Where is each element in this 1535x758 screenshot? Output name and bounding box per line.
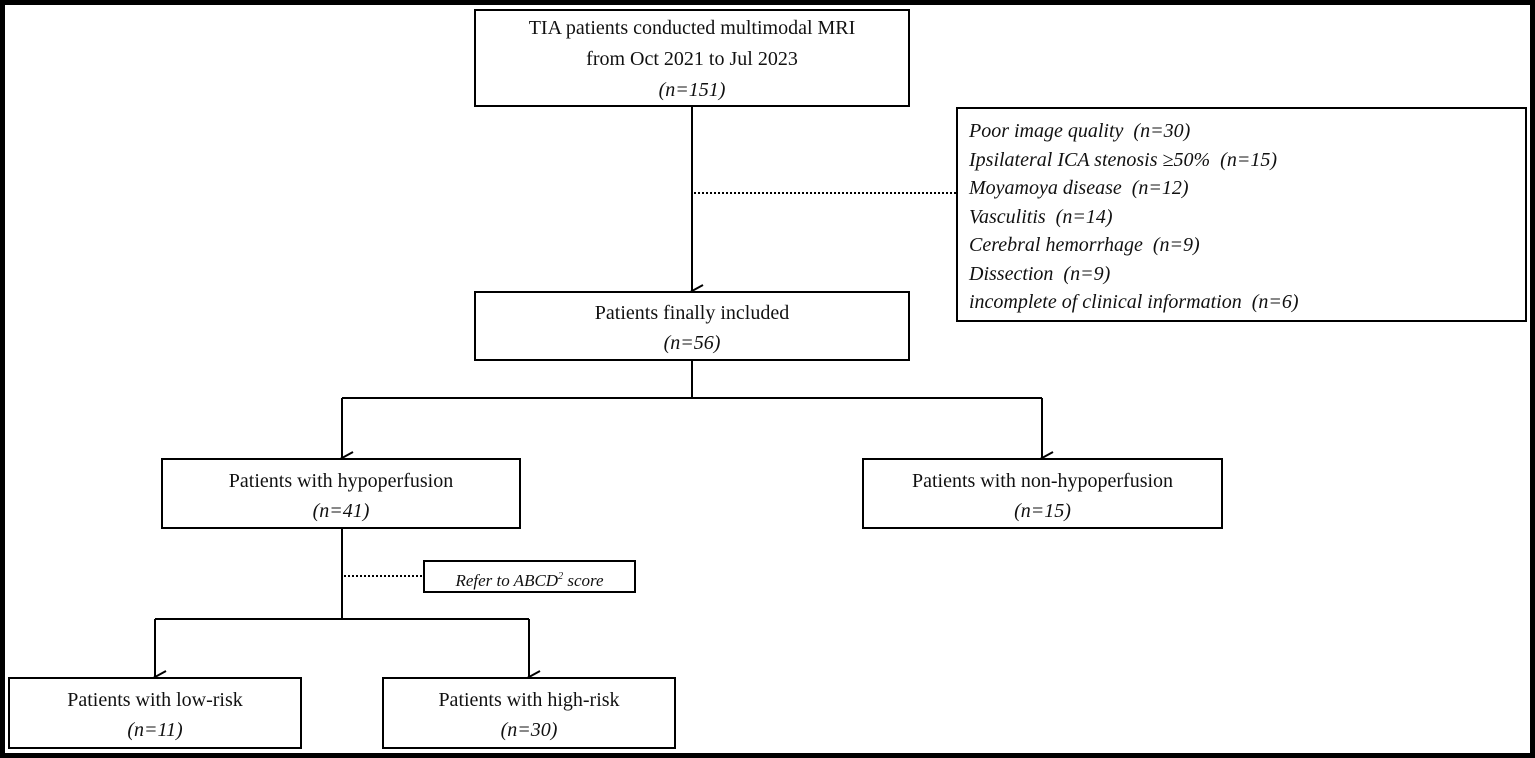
included-label: Patients finally included xyxy=(594,302,790,324)
lowrisk-box: Patients with low-risk (n=11) xyxy=(8,677,302,749)
exclusion-item: Poor image quality (n=30) xyxy=(969,120,1191,142)
highrisk-label: Patients with high-risk xyxy=(438,689,620,711)
start-count: (n=151) xyxy=(658,79,726,101)
nonhypo-count: (n=15) xyxy=(1014,500,1071,522)
hypo-label: Patients with hypoperfusion xyxy=(228,470,454,492)
exclusion-item: Dissection (n=9) xyxy=(969,262,1111,285)
nonhypo-box: Patients with non-hypoperfusion (n=15) xyxy=(862,458,1223,529)
lowrisk-count: (n=11) xyxy=(127,719,183,741)
highrisk-box: Patients with high-risk (n=30) xyxy=(382,677,676,749)
lowrisk-label: Patients with low-risk xyxy=(67,689,243,711)
exclusion-item: Moyamoya disease (n=12) xyxy=(969,177,1189,199)
abcd-score-box: Refer to ABCD2 score xyxy=(423,560,636,593)
exclusion-item: Vasculitis (n=14) xyxy=(969,205,1113,228)
included-box: Patients finally included (n=56) xyxy=(474,291,910,361)
nonhypo-label: Patients with non-hypoperfusion xyxy=(911,470,1174,492)
hypo-box: Patients with hypoperfusion (n=41) xyxy=(161,458,521,529)
highrisk-count: (n=30) xyxy=(500,719,558,741)
exclusion-item: Cerebral hemorrhage (n=9) xyxy=(969,234,1200,256)
start-box: TIA patients conducted multimodal MRI fr… xyxy=(474,9,910,107)
start-line1: TIA patients conducted multimodal MRI xyxy=(528,17,856,39)
start-line2: from Oct 2021 to Jul 2023 xyxy=(586,48,798,70)
exclusion-item: incomplete of clinical information (n=6) xyxy=(969,291,1299,313)
abcd-prefix: Refer to ABCD xyxy=(455,571,559,590)
hypo-count: (n=41) xyxy=(312,500,370,522)
abcd-suffix: score xyxy=(563,571,604,590)
abcd-superscript: 2 xyxy=(558,571,564,582)
exclusion-box: Poor image quality (n=30) Ipsilateral IC… xyxy=(956,107,1527,322)
included-count: (n=56) xyxy=(663,332,721,354)
exclusion-item: Ipsilateral ICA stenosis ≥50% (n=15) xyxy=(969,148,1277,171)
